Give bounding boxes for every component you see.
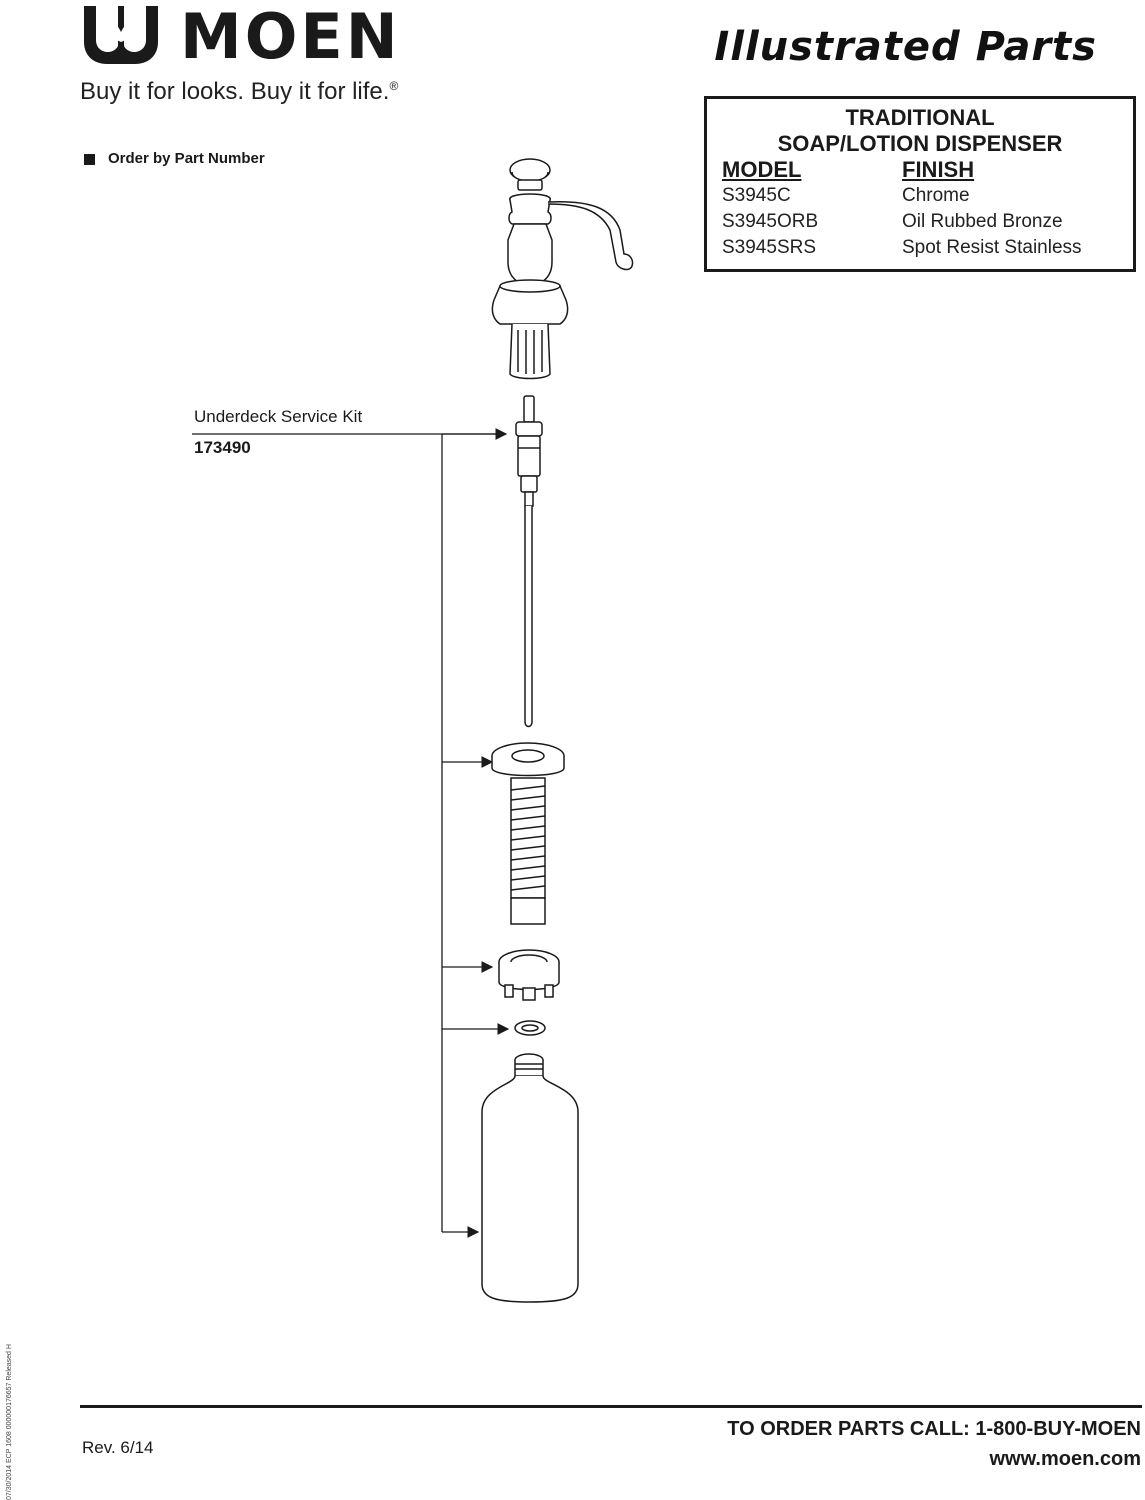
model-header: MODEL — [722, 157, 802, 182]
callout-arrows — [442, 428, 510, 1238]
brand-name: MOEN — [180, 0, 401, 73]
pump-mechanism — [515, 395, 543, 728]
finish-cell: Chrome — [902, 185, 970, 206]
model-cell: S3945SRS — [722, 237, 817, 258]
document-title: Illustrated Parts — [714, 24, 1097, 70]
footer-divider — [80, 1405, 1142, 1408]
parts-diagram — [192, 158, 634, 1303]
callout-lines — [192, 433, 505, 1232]
document-side-code: 07/30/2014 ECP 1608 000000176657 Release… — [6, 1344, 13, 1500]
website: www.moen.com — [989, 1448, 1141, 1470]
mounting-nut — [498, 949, 560, 1001]
washer — [514, 1020, 546, 1036]
product-line1: TRADITIONAL — [845, 105, 995, 130]
order-phone: TO ORDER PARTS CALL: 1-800-BUY-MOEN — [727, 1418, 1141, 1440]
finish-header: FINISH — [902, 157, 975, 182]
product-line2: SOAP/LOTION DISPENSER — [777, 131, 1063, 156]
finish-cell: Spot Resist Stainless — [902, 237, 1082, 258]
brand-tagline: Buy it for looks. Buy it for life.® — [80, 78, 399, 105]
finish-cell: Oil Rubbed Bronze — [902, 211, 1063, 232]
model-cell: S3945ORB — [722, 211, 819, 232]
pump-head — [491, 158, 634, 380]
service-kit-part-number: 173490 — [194, 438, 251, 457]
bullet-square-icon — [84, 153, 95, 165]
order-note: Order by Part Number — [84, 150, 265, 167]
soap-bottle — [481, 1053, 579, 1303]
moen-logo-icon — [84, 6, 158, 64]
service-kit-name: Underdeck Service Kit — [194, 407, 363, 426]
threaded-shank — [491, 742, 565, 925]
revision-label: Rev. 6/14 — [82, 1438, 154, 1457]
model-cell: S3945C — [722, 185, 791, 206]
model-finish-box: TRADITIONAL SOAP/LOTION DISPENSER MODEL … — [704, 96, 1136, 272]
